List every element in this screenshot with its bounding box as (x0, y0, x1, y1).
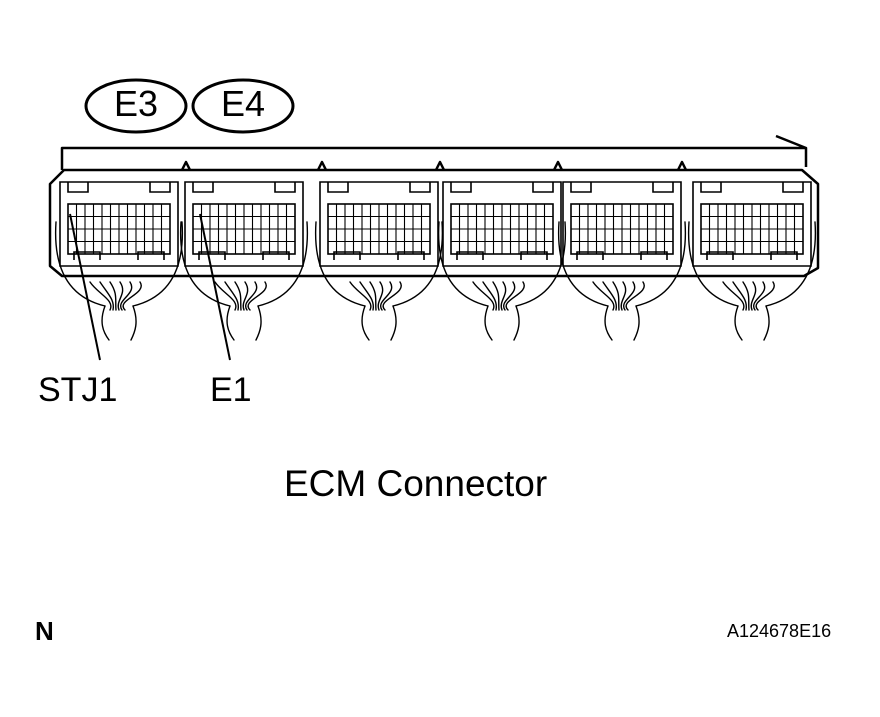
wire-strand (119, 281, 133, 311)
leader-stj1 (69, 213, 101, 361)
connector-housing (48, 134, 820, 278)
cable-tail (734, 305, 770, 341)
block-key-slot (570, 182, 674, 193)
block-key-slot (327, 182, 431, 193)
block-step (456, 251, 548, 260)
wire-strand (359, 281, 375, 311)
connector-block (319, 181, 439, 267)
wire-strand (752, 281, 766, 311)
wire-strand (505, 281, 525, 311)
pin-leader-lines (69, 213, 231, 361)
pin-grid-lines (328, 204, 430, 254)
housing-outline (48, 168, 820, 278)
connector-tag-ovals (84, 78, 295, 134)
wire-strand (502, 281, 516, 311)
block-key-slot (192, 182, 296, 193)
pin-grid-lines (451, 204, 553, 254)
wire-strand (482, 281, 498, 311)
wire-strand (625, 281, 645, 311)
block-step (576, 251, 668, 260)
block-step (706, 251, 798, 260)
harness-arc (54, 221, 184, 307)
wire-strand (382, 281, 402, 311)
cable-tail (484, 305, 520, 341)
block-key-slot (700, 182, 804, 193)
wire-strand (244, 281, 258, 311)
wire-strand (109, 281, 117, 311)
harness-arc (314, 221, 444, 307)
wire-strand (500, 281, 507, 311)
harness-arc (687, 221, 817, 307)
block-step (333, 251, 425, 260)
connector-block (442, 181, 562, 267)
pin-label-e1: E1 (210, 371, 252, 409)
wire-strand (242, 281, 249, 311)
rail-notch (180, 160, 192, 171)
wire-strand (492, 281, 500, 311)
wire-strand (377, 281, 384, 311)
tag-oval-e3 (84, 78, 188, 134)
cable-tail (604, 305, 640, 341)
rail-notch (434, 160, 446, 171)
rail-notch (676, 160, 688, 171)
cable-tail (101, 305, 137, 341)
rail-notch (552, 160, 564, 171)
block-key-slot (450, 182, 554, 193)
wire-strand (214, 281, 237, 311)
wire-strand (224, 281, 240, 311)
wire-strand (722, 281, 745, 311)
wire-strand (99, 281, 115, 311)
diagram-caption: ECM Connector (284, 463, 548, 504)
wire-strand (602, 281, 618, 311)
tag-oval-e4 (191, 78, 295, 134)
harness-arc (557, 221, 687, 307)
cable-tail (226, 305, 262, 341)
wire-strand (755, 281, 775, 311)
pin-grid-lines (68, 204, 170, 254)
block-step (198, 251, 290, 260)
wire-strand (620, 281, 627, 311)
leader-e1 (199, 213, 231, 361)
wire-strand (742, 281, 750, 311)
top-bracket (60, 134, 808, 170)
wire-strand (379, 281, 393, 311)
wire-strand (117, 281, 124, 311)
corner-mark: N (35, 616, 54, 646)
wire-strand (369, 281, 377, 311)
block-step (73, 251, 165, 260)
figure-code: A124678E16 (727, 621, 832, 641)
pin-label-stj1: STJ1 (38, 371, 118, 409)
harness-arc (437, 221, 567, 307)
harness-arc (179, 221, 309, 307)
connector-tag-e3: E3 (113, 83, 159, 124)
wire-strand (234, 281, 242, 311)
connector-tag-e4: E4 (220, 83, 266, 124)
rail-notch (316, 160, 328, 171)
wire-strand (472, 281, 495, 311)
pin-grid-lines (701, 204, 803, 254)
wire-strand (349, 281, 372, 311)
connector-block (692, 181, 812, 267)
block-key-slot (67, 182, 171, 193)
pin-grid-lines (193, 204, 295, 254)
connector-block (562, 181, 682, 267)
wire-strand (592, 281, 615, 311)
wire-harness (54, 221, 817, 341)
wire-strand (89, 281, 112, 311)
pin-grid-lines (571, 204, 673, 254)
wire-strand (122, 281, 142, 311)
wire-strand (612, 281, 620, 311)
wire-strand (732, 281, 748, 311)
cable-tail (361, 305, 397, 341)
wire-strand (622, 281, 636, 311)
connector-block (184, 181, 304, 267)
wire-strand (247, 281, 267, 311)
connector-blocks (59, 181, 812, 267)
wire-strand (750, 281, 757, 311)
